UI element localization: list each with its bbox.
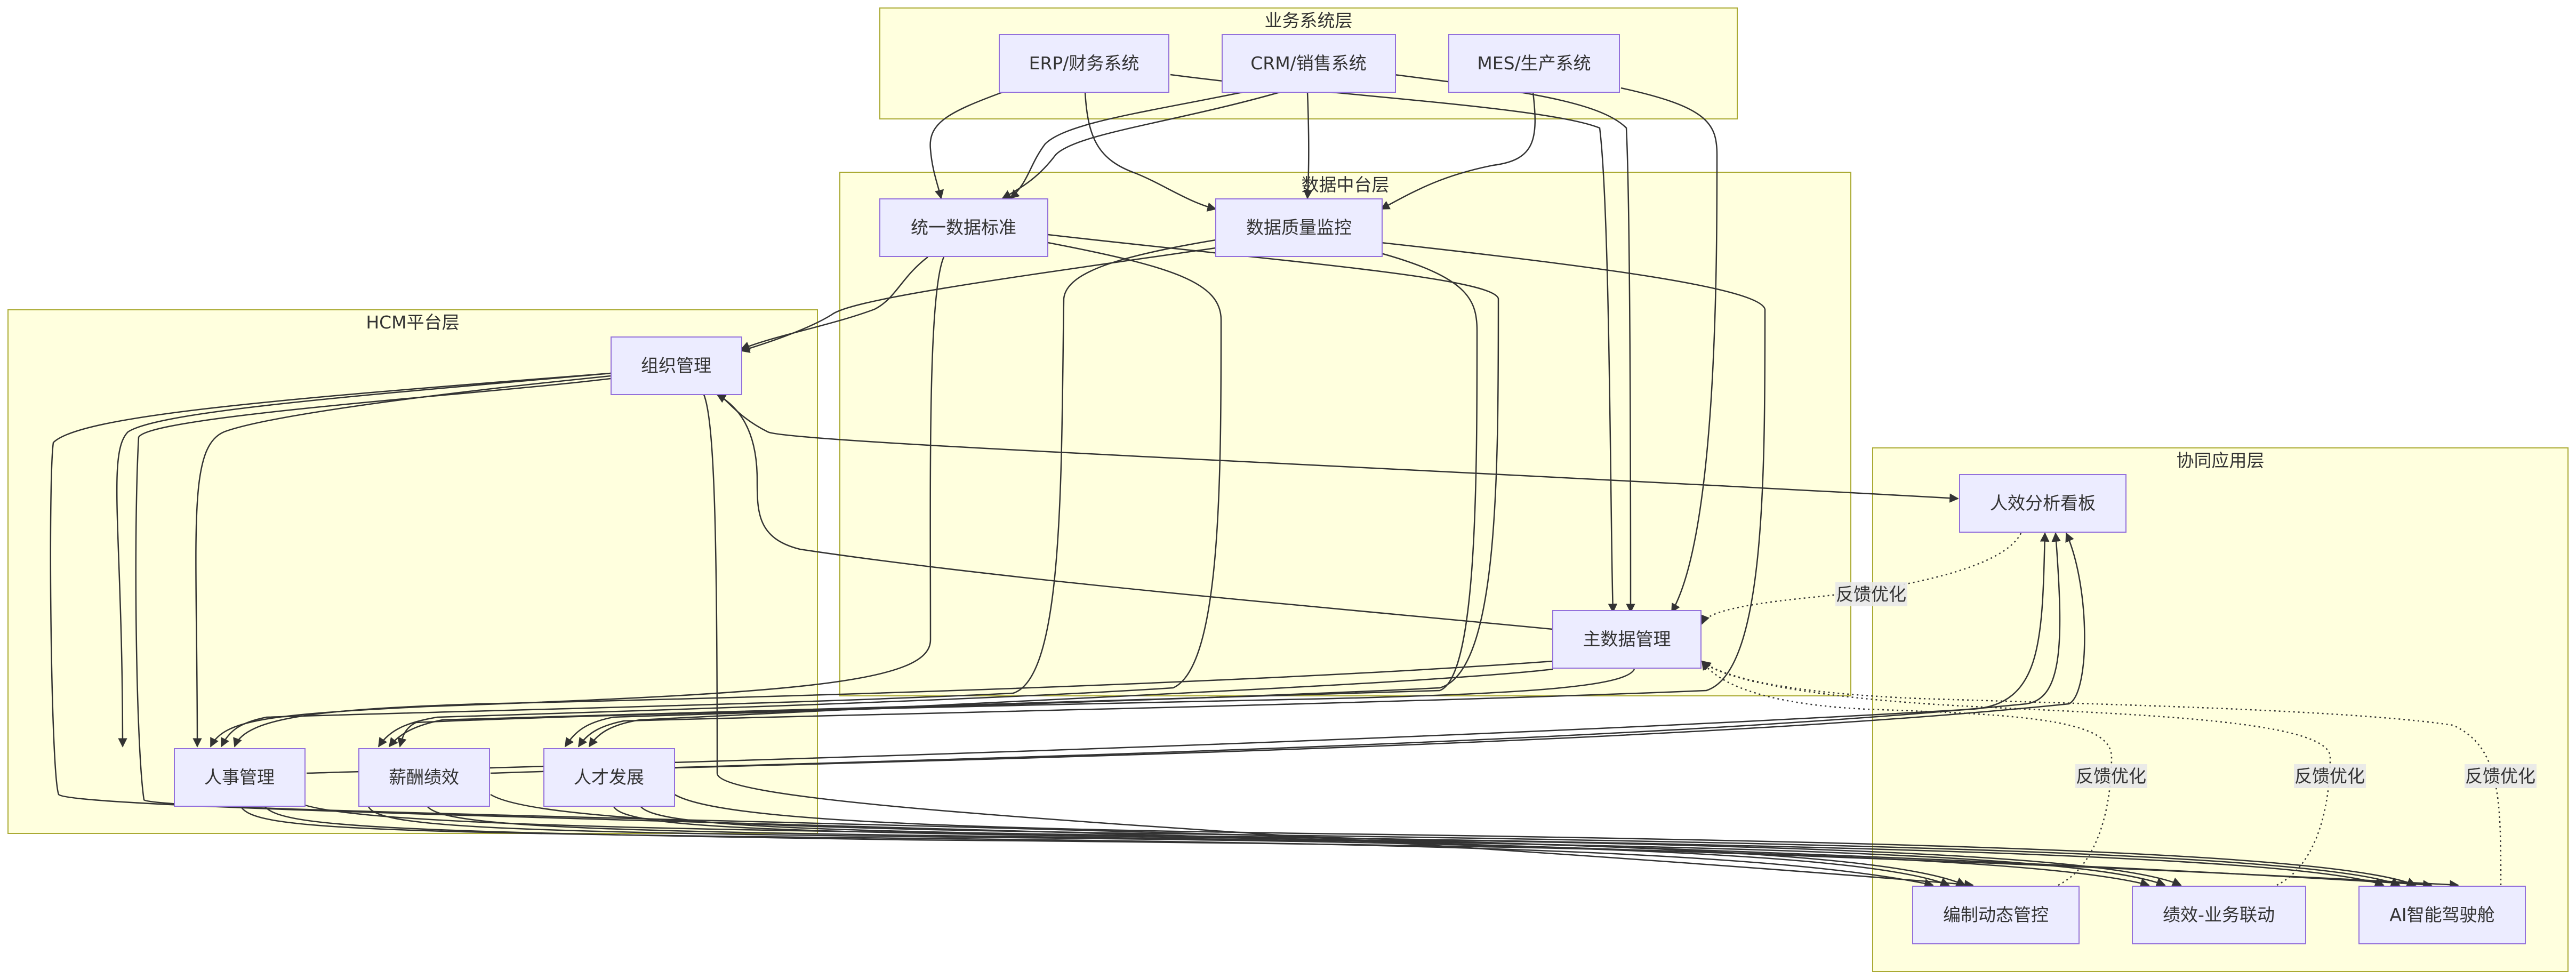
edge-label-fb-hc-text: 反馈优化: [2076, 766, 2146, 787]
edge-crm-dq: [1303, 92, 1313, 199]
edge-fb-hc-mdm: [1701, 660, 2113, 886]
edge-hr-hc: [239, 805, 1934, 888]
edge-label-fb-perf-text: 反馈优化: [2294, 766, 2365, 787]
edge-fb-perf-mdm: [1701, 660, 2331, 886]
edge-mdm-talent: [588, 668, 1553, 748]
node-hc[interactable]: 编制动态管控: [1912, 886, 2080, 944]
node-hc-label: 编制动态管控: [1943, 904, 2049, 925]
node-perf-label: 绩效-业务联动: [2163, 904, 2275, 925]
edge-std-org: [740, 256, 928, 351]
edge-pay-hc: [367, 805, 1950, 887]
edge-label-fb-hc: 反馈优化: [2075, 764, 2147, 788]
edge-org-pay: [192, 375, 611, 748]
node-std-label: 统一数据标准: [911, 217, 1016, 238]
edge-org-dash: [719, 394, 1959, 503]
edge-std-pay: [378, 242, 1222, 748]
layer-hcm-title: HCM平台层: [366, 312, 459, 333]
layer-business-title: 业务系统层: [1265, 10, 1353, 31]
node-pay[interactable]: 薪酬绩效: [358, 748, 490, 807]
node-mes-label: MES/生产系统: [1477, 53, 1591, 74]
edge-org-hc: [703, 394, 1974, 889]
edge-erp-mdm: [1170, 74, 1618, 613]
node-crm-label: CRM/销售系统: [1250, 53, 1367, 74]
edge-talent-dash: [674, 532, 2085, 769]
nodes: ERP/财务系统 CRM/销售系统 MES/生产系统 统一数据标准 数据质量监控…: [174, 34, 2526, 944]
edge-mdm-pay: [397, 669, 1635, 748]
edge-label-fb-dash: 反馈优化: [1835, 582, 1907, 606]
node-ai-label: AI智能驾驶舱: [2389, 904, 2494, 925]
edge-org-hr: [116, 372, 611, 748]
edge-dq-pay: [388, 252, 1478, 748]
edge-label-fb-dash-text: 反馈优化: [1836, 584, 1906, 605]
node-hr[interactable]: 人事管理: [174, 748, 306, 807]
node-ai[interactable]: AI智能驾驶舱: [2358, 886, 2526, 944]
node-talent[interactable]: 人才发展: [543, 748, 675, 807]
edge-dq-talent: [577, 242, 1766, 748]
node-dash-label: 人效分析看板: [1990, 493, 2096, 513]
edge-pay-perf: [426, 805, 2166, 887]
edge-dq-hr: [220, 239, 1216, 748]
edge-mdm-org: [716, 394, 1553, 630]
edge-std-hr: [210, 256, 945, 748]
node-crm[interactable]: CRM/销售系统: [1222, 34, 1396, 93]
node-org-label: 组织管理: [641, 355, 711, 376]
edge-pay-ai: [490, 793, 2401, 887]
node-mdm-label: 主数据管理: [1583, 629, 1671, 649]
node-dq[interactable]: 数据质量监控: [1215, 198, 1383, 257]
edge-mes-dq: [1380, 92, 1536, 210]
node-pay-label: 薪酬绩效: [389, 767, 459, 788]
edge-erp-std: [929, 91, 1003, 199]
edge-dq-org: [740, 247, 1216, 353]
edge-hr-perf: [263, 805, 2150, 888]
edge-crm-std: [1009, 91, 1243, 199]
edge-crm-std2: [1001, 91, 1280, 199]
edge-talent-hc: [612, 805, 1966, 886]
edge-label-fb-perf: 反馈优化: [2294, 764, 2366, 788]
edge-hr-dash: [306, 532, 2050, 774]
node-hr-label: 人事管理: [204, 767, 275, 788]
edge-talent-ai: [674, 793, 2417, 887]
edge-label-fb-ai-text: 反馈优化: [2465, 766, 2535, 787]
edge-erp-dq: [1084, 92, 1217, 212]
node-talent-label: 人才发展: [574, 767, 644, 788]
edge-mdm-hr: [233, 660, 1553, 748]
edges: [50, 74, 2459, 889]
edge-label-fb-ai: 反馈优化: [2465, 764, 2537, 788]
layer-hcm: HCM平台层: [7, 309, 818, 834]
layer-datahub-title: 数据中台层: [1302, 174, 1390, 195]
node-perf[interactable]: 绩效-业务联动: [2132, 886, 2306, 944]
node-std[interactable]: 统一数据标准: [879, 198, 1048, 257]
edge-mes-mdm: [1620, 87, 1718, 613]
node-dq-label: 数据质量监控: [1246, 217, 1352, 238]
layer-datahub: 数据中台层: [839, 172, 1851, 696]
edge-talent-perf: [639, 805, 2182, 886]
node-erp[interactable]: ERP/财务系统: [999, 34, 1169, 93]
node-mdm[interactable]: 主数据管理: [1552, 610, 1702, 669]
node-mes[interactable]: MES/生产系统: [1448, 34, 1620, 93]
node-org[interactable]: 组织管理: [611, 336, 742, 395]
layer-apps-title: 协同应用层: [2177, 450, 2265, 471]
node-dash[interactable]: 人效分析看板: [1959, 474, 2126, 533]
node-erp-label: ERP/财务系统: [1029, 53, 1139, 74]
